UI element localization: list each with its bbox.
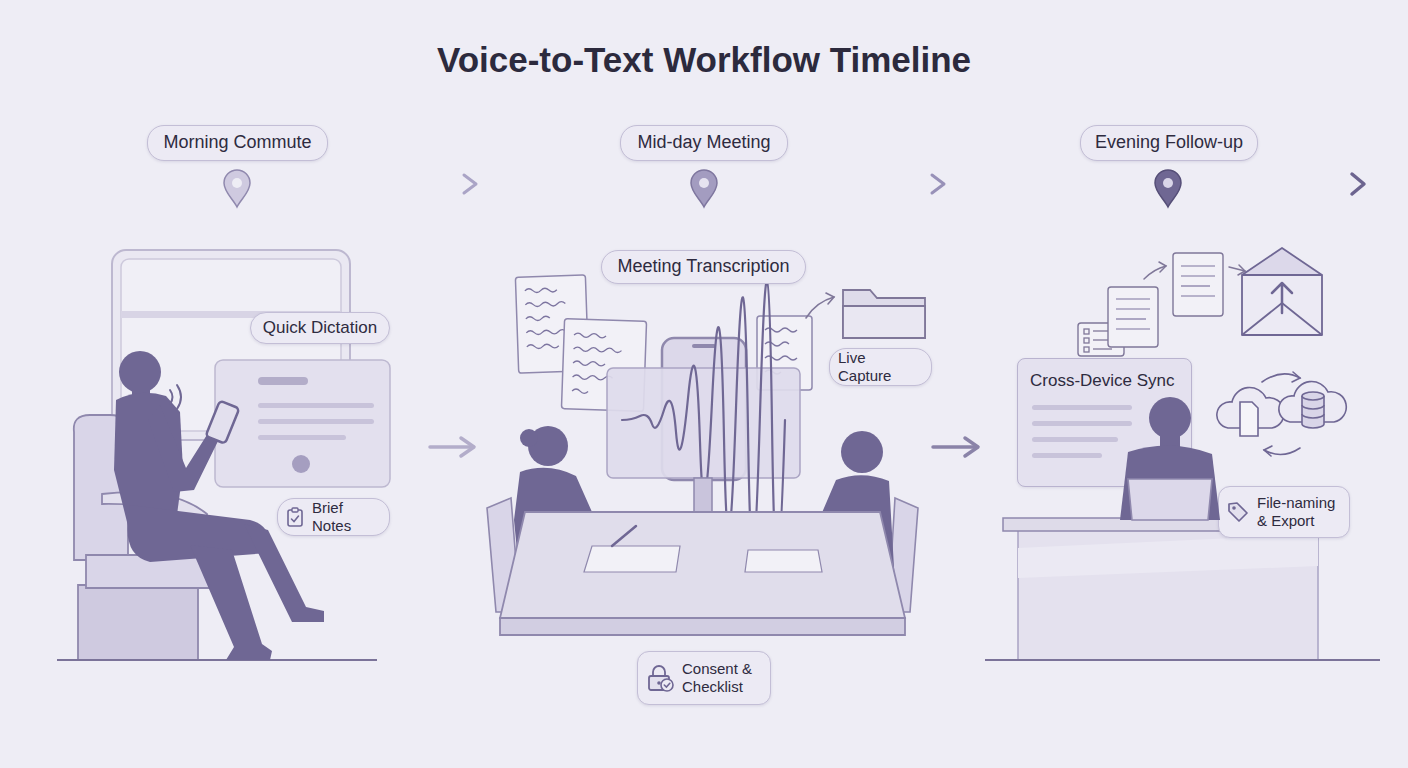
feature-pill: Live Capture [829, 348, 932, 386]
phone [206, 401, 240, 444]
stage-pill: Evening Follow-up [1080, 125, 1258, 161]
clipboard-icon [286, 507, 304, 527]
document [1173, 253, 1223, 316]
timeline-pin [224, 170, 250, 207]
lock-check-icon [646, 664, 674, 692]
node-label: Quick Dictation [263, 318, 377, 338]
scene-arrow [430, 438, 474, 456]
feature-pill: Brief Notes [277, 498, 390, 536]
folder-icon [843, 290, 925, 338]
placeholder-line [1032, 453, 1102, 458]
node-label: Consent & Checklist [682, 660, 762, 696]
timeline-chevron [1352, 174, 1364, 194]
scene-arrow [933, 438, 978, 456]
node-label: Cross-Device Sync [1030, 371, 1179, 391]
feature-pill: Quick Dictation [250, 312, 390, 344]
tag-icon [1227, 501, 1249, 523]
flow-arrows [1144, 262, 1245, 279]
desk-worker [1120, 397, 1220, 520]
node-label: File-naming & Export [1257, 494, 1341, 530]
diagram-title: Voice-to-Text Workflow Timeline [0, 40, 1408, 80]
ground-line [985, 659, 1380, 661]
timeline-pin [691, 170, 717, 207]
sound-waves [170, 385, 181, 409]
node-label: Evening Follow-up [1095, 132, 1243, 154]
timeline [45, 170, 1364, 207]
desk [1003, 518, 1345, 660]
envelope-icon [1242, 248, 1322, 335]
meeting-table [500, 512, 905, 635]
document [1108, 287, 1158, 347]
timeline-pin-dot [699, 178, 709, 188]
node-label: Morning Commute [163, 132, 311, 154]
placeholder-line [1032, 421, 1132, 426]
node-label: Brief Notes [312, 499, 381, 535]
node-label: Meeting Transcription [617, 256, 789, 278]
stage-pill: Morning Commute [147, 125, 328, 161]
node-label: Mid-day Meeting [637, 132, 770, 154]
timeline-pin-dot [232, 178, 242, 188]
cloud-sync-icon [1217, 372, 1346, 456]
placeholder-line [1032, 437, 1118, 442]
node-label: Live Capture [838, 349, 923, 385]
placeholder-line [1032, 405, 1132, 410]
feature-pill: Meeting Transcription [601, 250, 806, 284]
timeline-segment [45, 182, 474, 186]
curved-arrow [806, 293, 834, 318]
dictation-card [215, 360, 390, 487]
feature-pill: Consent & Checklist [637, 651, 771, 705]
timeline-pin-dot [1163, 178, 1173, 188]
stage-pill: Mid-day Meeting [620, 125, 788, 161]
feature-pill: File-naming & Export [1218, 486, 1350, 538]
sync-card: Cross-Device Sync [1017, 358, 1192, 487]
ground-line [57, 659, 377, 661]
timeline-chevron [464, 175, 476, 193]
timeline-chevron [932, 175, 944, 193]
timeline-pin [1155, 170, 1181, 207]
